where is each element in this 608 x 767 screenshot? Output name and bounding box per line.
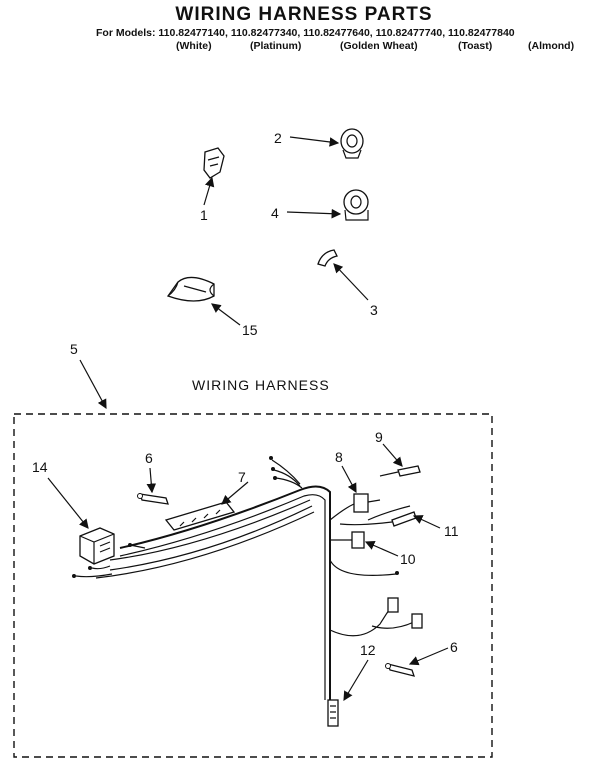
part-1-clip (203, 147, 225, 179)
callout-arrow-11 (412, 515, 441, 529)
callout-arrow-1 (203, 176, 215, 206)
callout-4: 4 (271, 205, 279, 221)
color-white: (White) (176, 40, 212, 52)
callout-6a: 6 (145, 450, 153, 466)
callout-arrow-15 (211, 303, 241, 326)
callout-15: 15 (242, 322, 258, 338)
color-toast: (Toast) (458, 40, 493, 52)
callout-6b: 6 (450, 639, 458, 655)
part-7-sleeve (164, 501, 236, 531)
callout-5: 5 (70, 341, 78, 357)
callout-7: 7 (238, 469, 246, 485)
part-6-terminal-upper (137, 493, 169, 505)
part-8-connector (329, 493, 381, 521)
callout-10: 10 (400, 551, 416, 567)
page-title: WIRING HARNESS PARTS (175, 4, 433, 25)
callout-arrow-7 (221, 481, 249, 505)
callout-arrow-6b (408, 647, 449, 666)
callout-11: 11 (444, 523, 459, 539)
callout-arrow-3 (333, 263, 369, 301)
callout-arrow-8 (341, 465, 357, 494)
part-3-bracket (317, 249, 338, 267)
harness-trunk (95, 485, 331, 700)
callout-arrow-10 (364, 540, 399, 557)
harness-boundary (13, 413, 493, 758)
callout-8: 8 (335, 449, 343, 465)
callout-arrow-4 (286, 208, 342, 219)
callout-9: 9 (375, 429, 383, 445)
part-14-connector (79, 527, 115, 565)
callout-arrow-12 (343, 659, 369, 702)
wire-loops-lower (329, 559, 423, 637)
callout-arrow-6a (146, 467, 157, 494)
part-15-tube-clip (166, 276, 215, 302)
part-6-terminal-lower (385, 663, 415, 677)
callout-3: 3 (370, 302, 378, 318)
harness-section-label: WIRING HARNESS (192, 377, 330, 393)
callout-1: 1 (200, 207, 208, 223)
part-12-connector (327, 699, 339, 727)
callout-arrow-9 (382, 443, 403, 467)
part-4-grommet (343, 189, 369, 221)
callout-12: 12 (360, 642, 376, 658)
wire-ends-top (269, 456, 303, 489)
callout-14: 14 (32, 459, 48, 475)
part-11-terminal (339, 505, 417, 527)
part-9-terminal (379, 465, 421, 477)
callout-arrow-14 (47, 477, 89, 529)
callout-arrow-5 (79, 359, 107, 410)
color-almond: (Almond) (528, 40, 575, 52)
color-platinum: (Platinum) (250, 40, 302, 52)
part-2-grommet (340, 128, 364, 159)
color-golden-wheat: (Golden Wheat) (340, 40, 418, 52)
callout-arrow-2 (289, 136, 340, 147)
callout-2: 2 (274, 130, 282, 146)
model-numbers: For Models: 110.82477140, 110.82477340, … (96, 27, 515, 39)
part-10-connector (330, 531, 365, 549)
wire-ends-left (72, 543, 146, 578)
